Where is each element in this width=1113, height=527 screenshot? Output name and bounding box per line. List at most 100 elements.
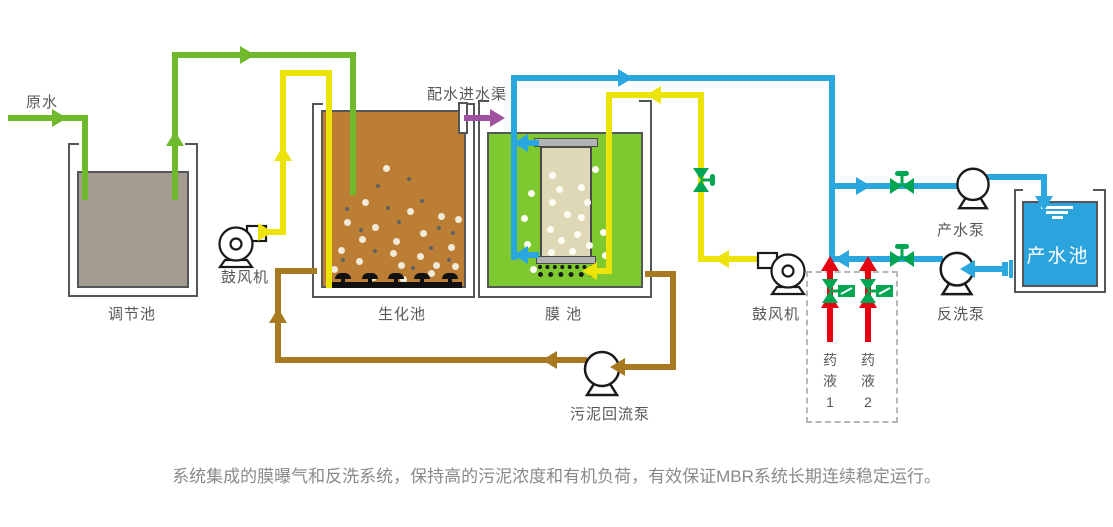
bubble bbox=[386, 206, 390, 210]
flow-arrow-icon bbox=[258, 223, 273, 241]
bio-diffuser-pipe bbox=[330, 282, 462, 288]
bio-tank-opening bbox=[323, 101, 462, 106]
tank-nozzle-icon bbox=[1002, 262, 1008, 276]
bubble bbox=[564, 211, 571, 218]
bubble bbox=[411, 266, 415, 270]
diffuser-icon bbox=[362, 273, 378, 279]
chemical-2-line: 2 bbox=[864, 394, 872, 410]
diffuser-icon bbox=[335, 273, 351, 279]
backwash-pipe-left bbox=[829, 256, 943, 262]
bubble bbox=[438, 213, 445, 220]
raw-water-drop-pipe bbox=[82, 115, 88, 200]
diffuser-icon bbox=[414, 273, 430, 279]
bubble bbox=[400, 276, 407, 283]
bubble bbox=[569, 248, 576, 255]
raw-water-label: 原水 bbox=[26, 94, 59, 111]
sludge-down-pipe bbox=[670, 271, 676, 370]
bubble bbox=[433, 262, 440, 269]
chemical-1-line: 药 bbox=[823, 352, 837, 368]
bubble bbox=[592, 166, 599, 173]
product-tank-opening bbox=[1023, 187, 1093, 192]
permeate-down-pipe bbox=[829, 75, 835, 262]
sludge-outlet-pipe bbox=[645, 271, 676, 277]
raw-water-pipe bbox=[8, 115, 88, 121]
membrane-module-bottom-cap bbox=[536, 256, 596, 264]
flow-arrow-icon bbox=[52, 109, 67, 127]
bubble bbox=[600, 229, 607, 236]
pump-icon bbox=[956, 167, 990, 210]
diffuser-stem bbox=[341, 279, 345, 282]
bubble bbox=[530, 266, 537, 273]
flow-arrow-icon bbox=[1035, 196, 1053, 211]
inlet-channel-label: 配水进水渠 bbox=[427, 86, 508, 103]
water-surface-icon bbox=[1052, 216, 1063, 219]
valve-icon bbox=[693, 168, 715, 192]
bubble bbox=[398, 262, 405, 269]
water-surface-icon bbox=[1041, 206, 1073, 209]
bubble bbox=[331, 266, 338, 273]
product-tank-label: 产水池 bbox=[1026, 246, 1090, 267]
chemical-1-line: 液 bbox=[823, 373, 837, 389]
sludge-return-pipe bbox=[275, 357, 587, 363]
bubble bbox=[578, 184, 585, 191]
bubble bbox=[524, 241, 531, 248]
bubble bbox=[373, 249, 377, 253]
flow-arrow-icon bbox=[542, 351, 557, 369]
membrane-diffuser-row bbox=[538, 272, 594, 277]
bubble bbox=[428, 270, 435, 277]
permeate-top-pipe bbox=[511, 75, 835, 81]
bubble bbox=[362, 199, 369, 206]
blower-icon bbox=[217, 224, 268, 269]
bubble bbox=[359, 228, 363, 232]
bubble bbox=[407, 177, 411, 181]
bubble bbox=[341, 258, 345, 262]
bubble bbox=[417, 253, 424, 260]
membrane-tank-label: 膜 池 bbox=[545, 306, 583, 323]
blower1-label: 鼓风机 bbox=[221, 269, 270, 286]
air-pipe-1-drop bbox=[326, 70, 332, 288]
sludge-pump-label: 污泥回流泵 bbox=[570, 406, 651, 423]
actuated-valve-icon bbox=[860, 279, 893, 303]
bubble bbox=[452, 263, 459, 270]
diffuser-icon bbox=[388, 273, 404, 279]
transfer-down-pipe bbox=[350, 52, 356, 195]
blower2-label: 鼓风机 bbox=[752, 306, 801, 323]
bubble bbox=[602, 252, 609, 259]
bubble bbox=[528, 190, 535, 197]
flow-arrow-icon bbox=[274, 146, 292, 161]
actuated-valve-icon bbox=[822, 279, 855, 303]
permeate-stub-bottom bbox=[517, 252, 539, 258]
diffuser-stem bbox=[368, 279, 372, 282]
bubble bbox=[344, 219, 351, 226]
chemical-1-line: 1 bbox=[826, 394, 834, 410]
bubble bbox=[407, 208, 414, 215]
product-pump-discharge-pipe bbox=[986, 174, 1047, 180]
chemical-2-label: 药 液 2 bbox=[858, 350, 878, 413]
flow-arrow-icon bbox=[269, 308, 287, 323]
flow-arrow-icon bbox=[166, 131, 184, 146]
product-tank-water bbox=[1022, 201, 1098, 287]
bubble bbox=[448, 244, 455, 251]
bubble bbox=[356, 258, 363, 265]
flow-arrow-icon bbox=[856, 177, 871, 195]
regulating-tank-opening bbox=[79, 141, 185, 146]
product-tank-inlet-pipe bbox=[1041, 174, 1047, 198]
flow-arrow-icon bbox=[610, 358, 625, 376]
flow-arrow-icon bbox=[513, 134, 528, 152]
bubble bbox=[549, 172, 556, 179]
flow-arrow-icon bbox=[490, 109, 505, 127]
bubble bbox=[383, 165, 390, 172]
product-pump-label: 产水泵 bbox=[937, 222, 986, 239]
diffuser-stem bbox=[394, 279, 398, 282]
bubble bbox=[420, 199, 424, 203]
flow-arrow-icon bbox=[821, 256, 839, 271]
backwash-pump-label: 反洗泵 bbox=[937, 306, 986, 323]
sludge-return-stub bbox=[275, 268, 317, 274]
diffuser-icon bbox=[442, 273, 458, 279]
bubble bbox=[574, 231, 581, 238]
bubble bbox=[547, 226, 554, 233]
bubble bbox=[549, 199, 556, 206]
sludge-pump-suction-pipe bbox=[620, 364, 676, 370]
bubble bbox=[420, 230, 427, 237]
